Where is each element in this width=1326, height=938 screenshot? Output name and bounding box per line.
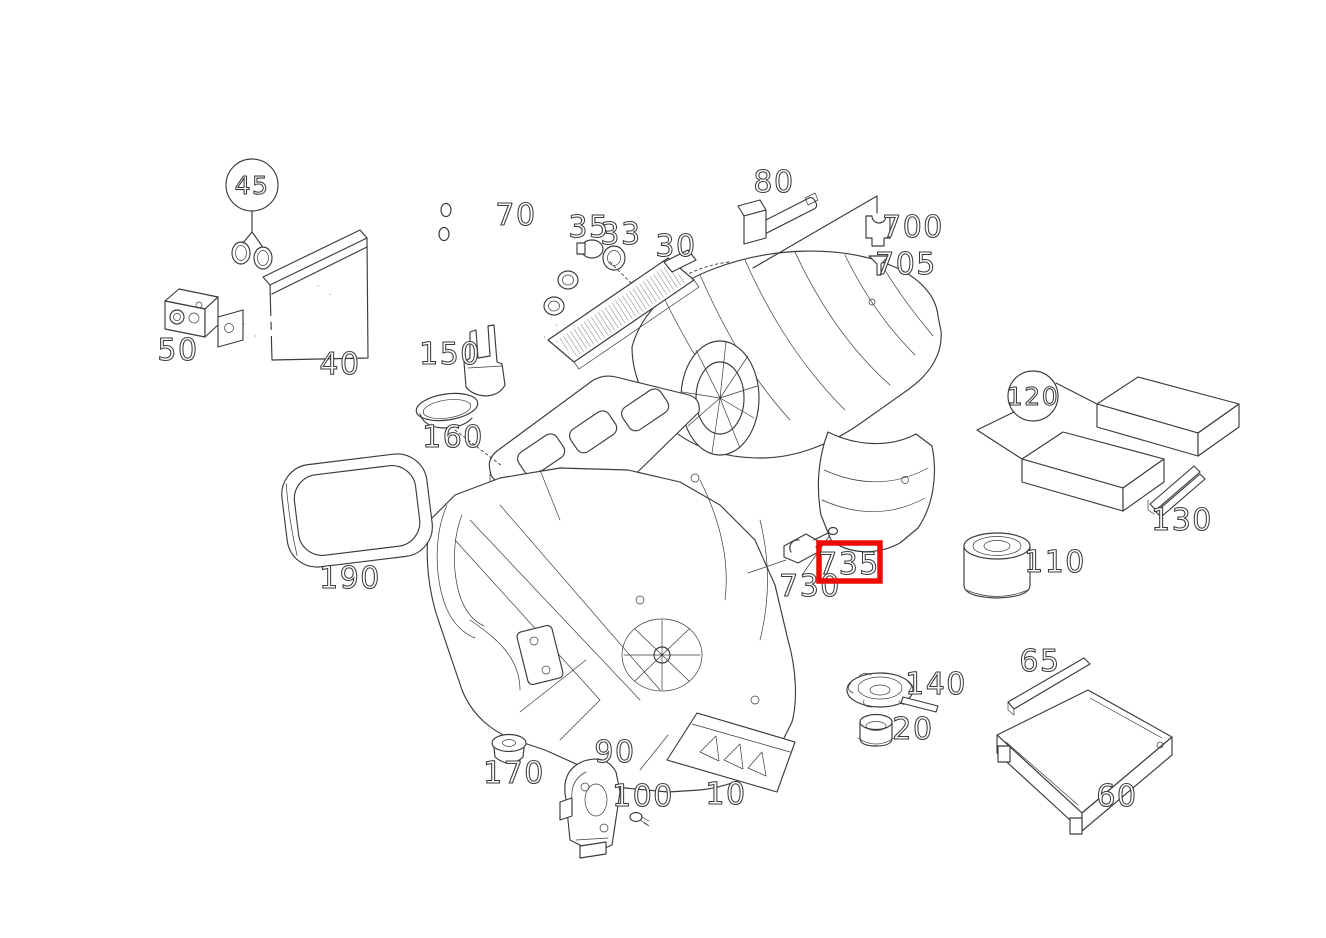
callout-40-label[interactable]: 40 (319, 346, 360, 382)
callout-45-circle (225, 158, 279, 212)
part-150-bracket (463, 324, 506, 397)
part-170-grommet (491, 733, 527, 764)
callout-730-label[interactable]: 730 (779, 568, 841, 604)
callout-45[interactable]: 45 (225, 158, 279, 212)
part-100-screw (629, 811, 650, 827)
callout-700-label[interactable]: 700 (882, 209, 944, 245)
part-130-seal-strip (1147, 465, 1206, 518)
part-120-dust-filters (976, 376, 1240, 512)
hvac-housing-assembly-drawing (426, 250, 942, 793)
callout-120-circle (1007, 370, 1059, 422)
part-190-seal-frame (281, 453, 433, 568)
callout-120-label[interactable]: 120 (1006, 381, 1059, 411)
callout-705-label[interactable]: 705 (875, 246, 937, 282)
callout-150-label[interactable]: 150 (419, 336, 481, 372)
part-33-clamp-ring (602, 245, 626, 271)
callout-50-label[interactable]: 50 (157, 332, 198, 368)
part-20-cap (857, 713, 895, 747)
callout-190-label[interactable]: 190 (319, 560, 381, 596)
part-110-blower-wheel (963, 532, 1031, 599)
callout-90-label[interactable]: 90 (594, 734, 635, 770)
part-730-connector (747, 526, 839, 574)
callout-735-label[interactable]: 735 (818, 546, 880, 582)
callout-170-label[interactable]: 170 (483, 755, 545, 791)
blower-scroll-housing (801, 298, 936, 576)
callout-160-label[interactable]: 160 (422, 419, 484, 455)
callouts-layer: 45 120 50 40 70 35 33 30 150 160 190 80 … (157, 158, 1213, 815)
symbol-700-clip (865, 215, 891, 247)
callout-30-label[interactable]: 30 (655, 228, 696, 264)
callout-120[interactable]: 120 (1006, 370, 1059, 422)
part-70-heater-pipes (438, 202, 579, 340)
callout-70-label[interactable]: 70 (495, 197, 536, 233)
callout-110-label[interactable]: 110 (1024, 544, 1086, 580)
callout-10-label[interactable]: 10 (705, 776, 746, 812)
callout-100-label[interactable]: 100 (612, 778, 674, 814)
mode-gear-wheel (680, 340, 760, 456)
housing-lattice-dome (631, 250, 942, 459)
part-30-heater-core (547, 249, 700, 370)
callout-60-label[interactable]: 60 (1096, 778, 1137, 814)
highlighted-callout-735[interactable]: 735 (816, 540, 883, 584)
callout-35-label[interactable]: 35 (568, 209, 609, 245)
part-140-fan-wheel (846, 672, 939, 713)
callout-140-label[interactable]: 140 (905, 666, 967, 702)
callout-33-label[interactable]: 33 (600, 216, 641, 252)
part-35-clamp-screw (576, 239, 604, 259)
callout-130-label[interactable]: 130 (1151, 502, 1213, 538)
part-65-trim-strip (1007, 657, 1091, 716)
part-50-valve-block (164, 288, 219, 338)
callout-80-label[interactable]: 80 (753, 164, 794, 200)
part-60-electric-heater (996, 689, 1173, 835)
distribution-fan (621, 618, 703, 692)
part-40-evaporator (217, 229, 369, 361)
callout-65-label[interactable]: 65 (1019, 643, 1060, 679)
callout-20-label[interactable]: 20 (892, 711, 933, 747)
part-160-cover-cap (415, 392, 479, 429)
outlet-duct (666, 712, 796, 793)
highlight-box-735 (816, 540, 883, 584)
part-45-o-rings (231, 210, 273, 270)
callout-45-label[interactable]: 45 (234, 170, 270, 200)
part-90-actuator-motor (559, 758, 621, 859)
housing-lower-body (426, 467, 797, 793)
symbol-705-pin (868, 255, 890, 276)
part-80-sensor (737, 192, 878, 269)
